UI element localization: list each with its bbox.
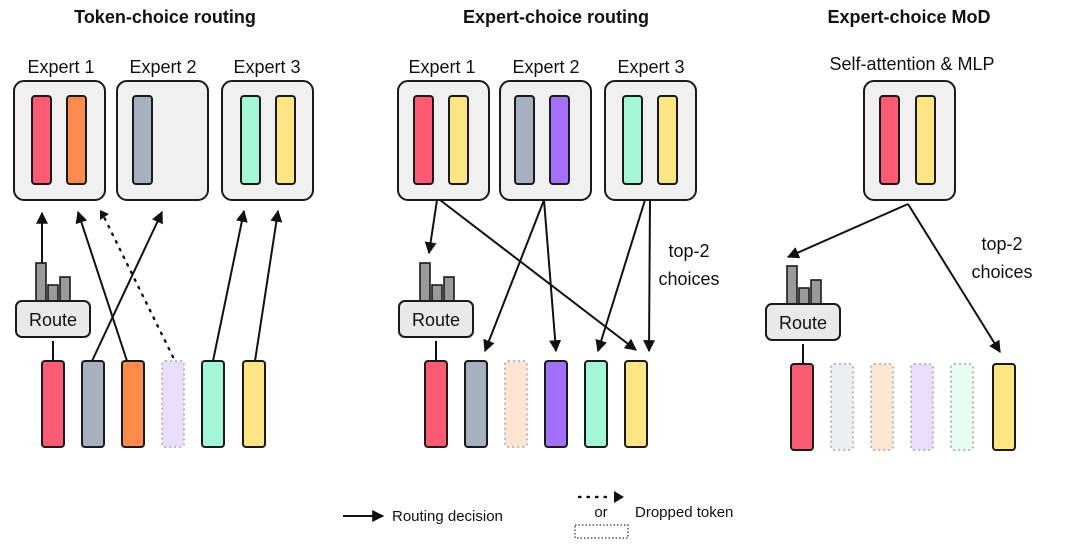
legend-dropped-box	[574, 524, 629, 539]
expert-3-box	[221, 80, 314, 201]
dropped-route-dotted	[101, 213, 175, 359]
route-box	[398, 300, 474, 338]
input-token-red	[790, 363, 814, 451]
panel-title: Expert-choice MoD	[827, 7, 990, 27]
expert-1-box	[13, 80, 106, 201]
routing-arrow	[91, 210, 163, 362]
input-token-yellow	[992, 363, 1016, 451]
token-yellow	[448, 95, 469, 185]
token-mint	[622, 95, 643, 185]
legend-dotted-arrowhead	[614, 491, 624, 503]
input-token-dropped-gray	[830, 363, 854, 451]
expert-3-label: Expert 3	[233, 57, 300, 77]
input-token-dropped-purple	[910, 363, 934, 451]
input-token-mint	[201, 360, 225, 448]
router-bars-icon	[35, 262, 71, 302]
token-gray	[132, 95, 153, 185]
token-orange	[66, 95, 87, 185]
routing-arrow	[483, 199, 545, 353]
token-red	[31, 95, 52, 185]
router-bars-icon	[419, 262, 455, 302]
input-token-gray	[464, 360, 488, 448]
token-yellow	[657, 95, 678, 185]
panel-title: Expert-choice routing	[463, 7, 649, 27]
choices-label: choices	[971, 262, 1032, 282]
expert-3-box	[604, 80, 697, 201]
expert-1-label: Expert 1	[27, 57, 94, 77]
expert-1-label: Expert 1	[408, 57, 475, 77]
route-label: Route	[412, 310, 460, 330]
routing-arrow	[643, 199, 656, 353]
input-token-dropped-purple	[161, 360, 185, 448]
token-purple	[549, 95, 570, 185]
top-2-label: top-2	[981, 234, 1022, 254]
expert-3-label: Expert 3	[617, 57, 684, 77]
route-box	[765, 303, 841, 341]
legend-dropped-token: Dropped token	[635, 504, 733, 521]
expert-2-box	[499, 80, 592, 201]
routing-arrow	[595, 199, 646, 353]
expert-2-box	[116, 80, 209, 201]
routing-arrow	[907, 203, 1001, 354]
token-yellow	[915, 95, 936, 185]
input-token-yellow	[242, 360, 266, 448]
input-token-yellow	[624, 360, 648, 448]
routing-arrow	[543, 199, 562, 353]
routing-arrow	[786, 203, 909, 259]
routing-arrow	[424, 199, 438, 255]
top-2-label: top-2	[668, 241, 709, 261]
routing-arrow	[75, 210, 128, 362]
input-token-red	[41, 360, 65, 448]
route-label: Route	[779, 313, 827, 333]
token-gray	[514, 95, 535, 185]
legend-or: or	[594, 504, 607, 521]
block-label: Self-attention & MLP	[829, 54, 994, 74]
expert-2-label: Expert 2	[512, 57, 579, 77]
input-token-dropped-orange	[504, 360, 528, 448]
token-yellow	[275, 95, 296, 185]
input-token-red	[424, 360, 448, 448]
panel-title: Token-choice routing	[74, 7, 256, 27]
routing-arrow	[254, 209, 283, 362]
input-token-gray	[81, 360, 105, 448]
panel-expert-choice: Expert-choice routing Expert 1 Expert 2 …	[397, 7, 720, 448]
routing-arrow	[439, 199, 637, 351]
token-mint	[240, 95, 261, 185]
route-box	[15, 300, 91, 338]
panel-token-choice: Token-choice routing Expert 1 Expert 2 E…	[13, 7, 314, 448]
expert-1-box	[397, 80, 490, 201]
legend-routing-decision: Routing decision	[392, 508, 503, 525]
input-token-dropped-orange	[870, 363, 894, 451]
input-token-purple	[544, 360, 568, 448]
input-token-mint	[584, 360, 608, 448]
input-token-dropped-mint	[950, 363, 974, 451]
routing-arrow	[212, 209, 248, 362]
panel-expert-choice-mod: Expert-choice MoD Self-attention & MLP t…	[765, 7, 1033, 451]
choices-label: choices	[658, 269, 719, 289]
mlp-block-box	[863, 80, 956, 201]
dropped-arrowhead	[100, 210, 109, 220]
token-red	[879, 95, 900, 185]
legend: Routing decision or Dropped token	[343, 491, 733, 539]
route-label: Route	[29, 310, 77, 330]
router-bars-icon	[786, 265, 822, 305]
token-red	[413, 95, 434, 185]
expert-2-label: Expert 2	[129, 57, 196, 77]
input-token-orange	[121, 360, 145, 448]
